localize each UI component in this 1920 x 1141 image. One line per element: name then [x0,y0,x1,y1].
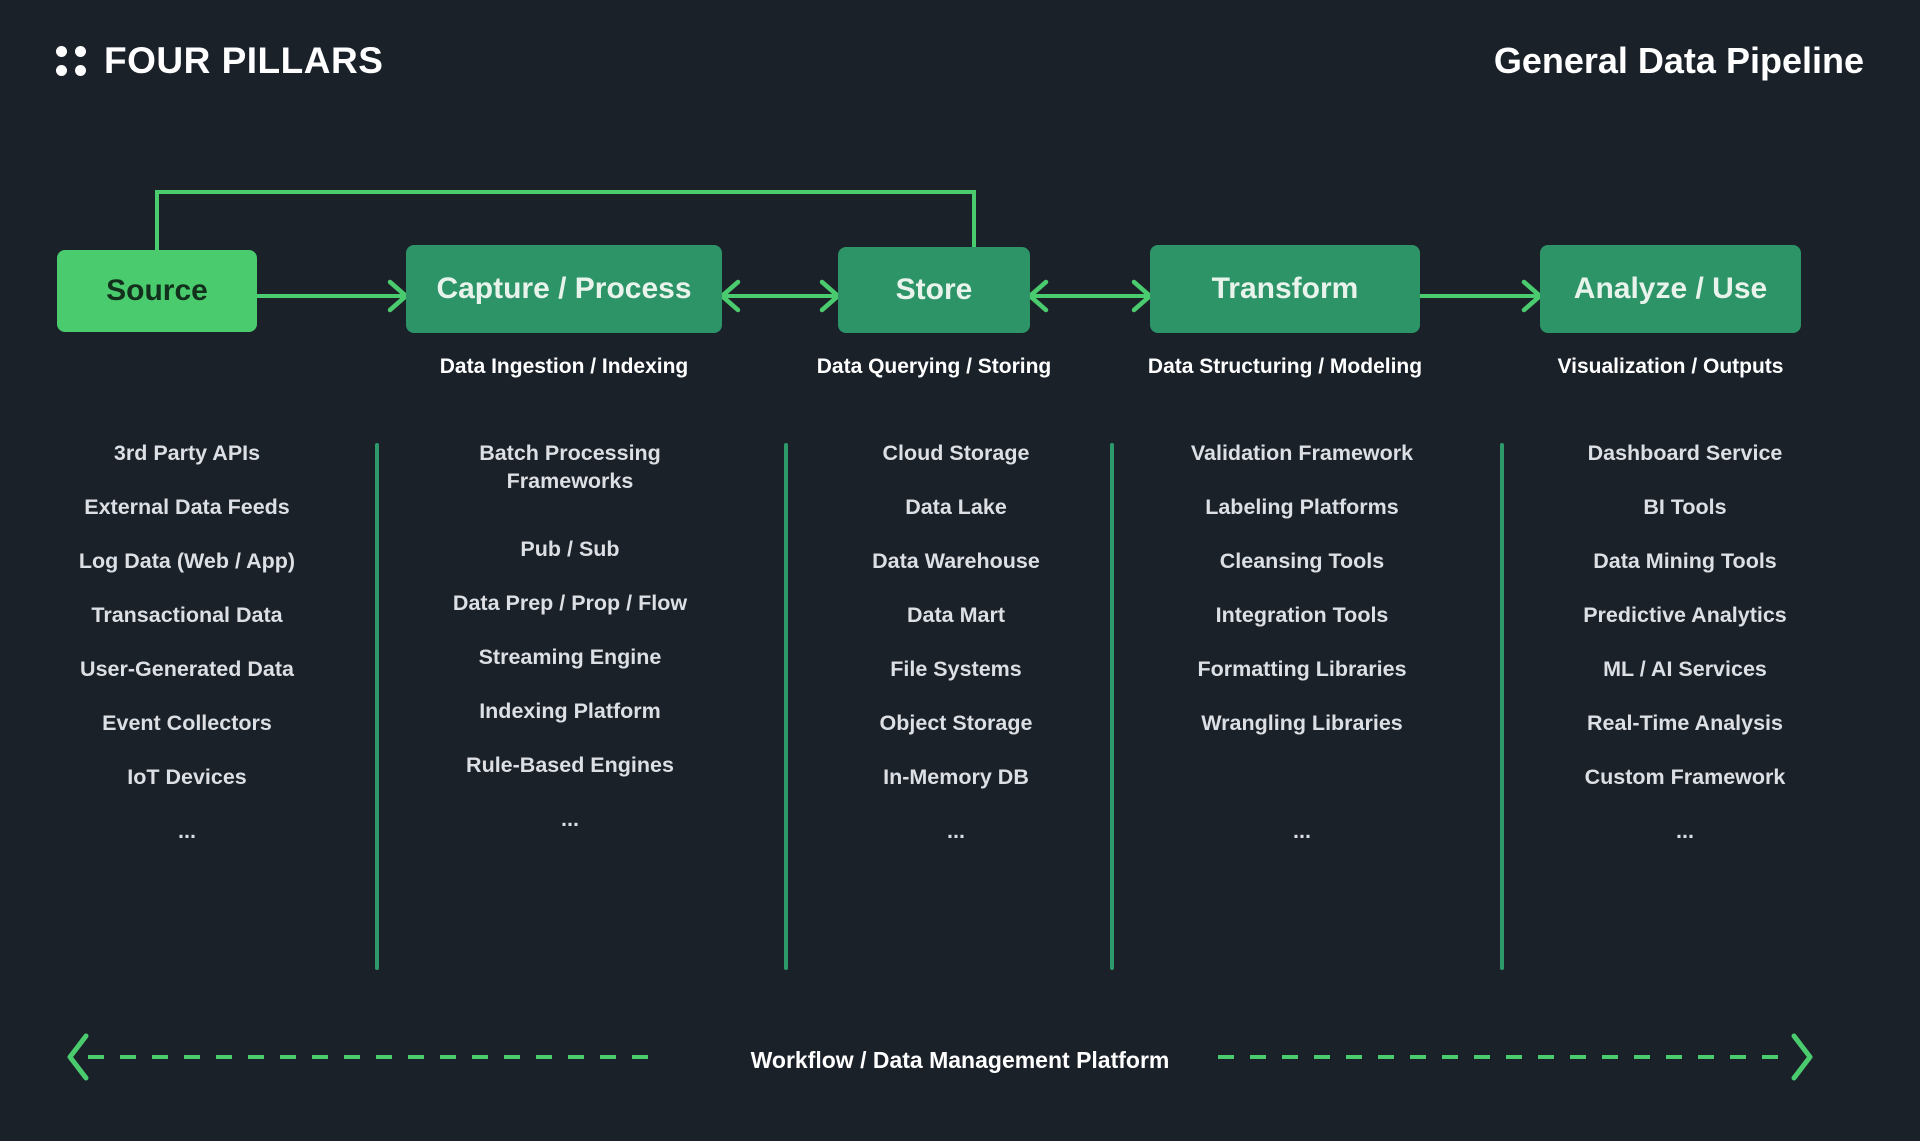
pipeline-stage-row: Source Capture / Process Store Transform… [0,245,1920,395]
slide-footer: Workflow / Data Management Platform [0,1020,1920,1110]
list-item: ... [1293,819,1311,843]
page-title: General Data Pipeline [1493,40,1864,81]
list-item: Labeling Platforms [1205,495,1399,519]
column-divider-3 [1110,443,1114,970]
list-item: Predictive Analytics [1583,603,1787,627]
column-divider-4 [1500,443,1504,970]
list-item: Batch Processing Frameworks [479,441,661,493]
list-item: ... [178,819,196,843]
brand-lockup: FOUR PILLARS [56,40,383,82]
list-item: Event Collectors [102,711,272,735]
list-item: Custom Framework [1584,765,1786,789]
stage-analyze-use-sublabel: Visualization / Outputs [1557,355,1784,378]
column-divider-2 [784,443,788,970]
list-item: In-Memory DB [883,765,1029,789]
list-item: Log Data (Web / App) [78,549,296,573]
stage-store[interactable]: Store [838,247,1030,333]
stage-capture-process-label: Capture / Process [436,272,692,305]
list-item: Streaming Engine [478,645,662,669]
list-item: Data Lake [905,495,1007,519]
list-item: Dashboard Service [1587,441,1783,465]
list-item: Pub / Sub [520,537,620,561]
list-item: Cloud Storage [882,441,1030,465]
list-item: ... [947,819,965,843]
list-item: BI Tools [1643,495,1727,519]
stage-transform-sublabel: Data Structuring / Modeling [1147,355,1423,378]
stage-analyze-use-label: Analyze / Use [1573,272,1768,305]
stage-analyze-use[interactable]: Analyze / Use [1540,245,1801,333]
list-item: Data Warehouse [872,549,1040,573]
list-item: Validation Framework [1190,441,1414,465]
list-item: File Systems [890,657,1022,681]
list-item: ... [1676,819,1694,843]
list-item: External Data Feeds [84,495,290,519]
stage-store-sublabel: Data Querying / Storing [816,355,1052,378]
list-item: ... [561,807,579,831]
list-item: Real-Time Analysis [1587,711,1783,735]
stage-store-label: Store [895,273,973,306]
list-item: Wrangling Libraries [1201,711,1403,735]
stage-capture-process-sublabel: Data Ingestion / Indexing [439,355,689,378]
list-item: Rule-Based Engines [466,753,674,777]
footer-label: Workflow / Data Management Platform [750,1047,1170,1073]
slide-header: FOUR PILLARS General Data Pipeline [0,0,1920,130]
stage-source-label: Source [106,274,208,307]
list-item: Formatting Libraries [1197,657,1407,681]
list-item: Transactional Data [91,603,283,627]
stage-transform[interactable]: Transform [1150,245,1420,333]
four-dots-grid-icon [56,46,86,76]
list-item: Data Prep / Prop / Flow [452,591,688,615]
list-item: Indexing Platform [479,699,661,723]
list-item: Object Storage [879,711,1033,735]
list-item: Integration Tools [1215,603,1389,627]
stage-transform-label: Transform [1211,272,1359,305]
list-item: User-Generated Data [80,657,294,681]
list-item: 3rd Party APIs [113,441,261,465]
list-item: Data Mart [907,603,1005,627]
list-item: Cleansing Tools [1219,549,1385,573]
stage-capture-process[interactable]: Capture / Process [406,245,722,333]
list-item: IoT Devices [127,765,247,789]
stage-source[interactable]: Source [57,250,257,332]
brand-name: FOUR PILLARS [104,40,384,81]
feedback-loop-wire [155,190,976,252]
list-item: Data Mining Tools [1593,549,1777,573]
list-item: ML / AI Services [1603,657,1767,681]
column-divider-1 [375,443,379,970]
